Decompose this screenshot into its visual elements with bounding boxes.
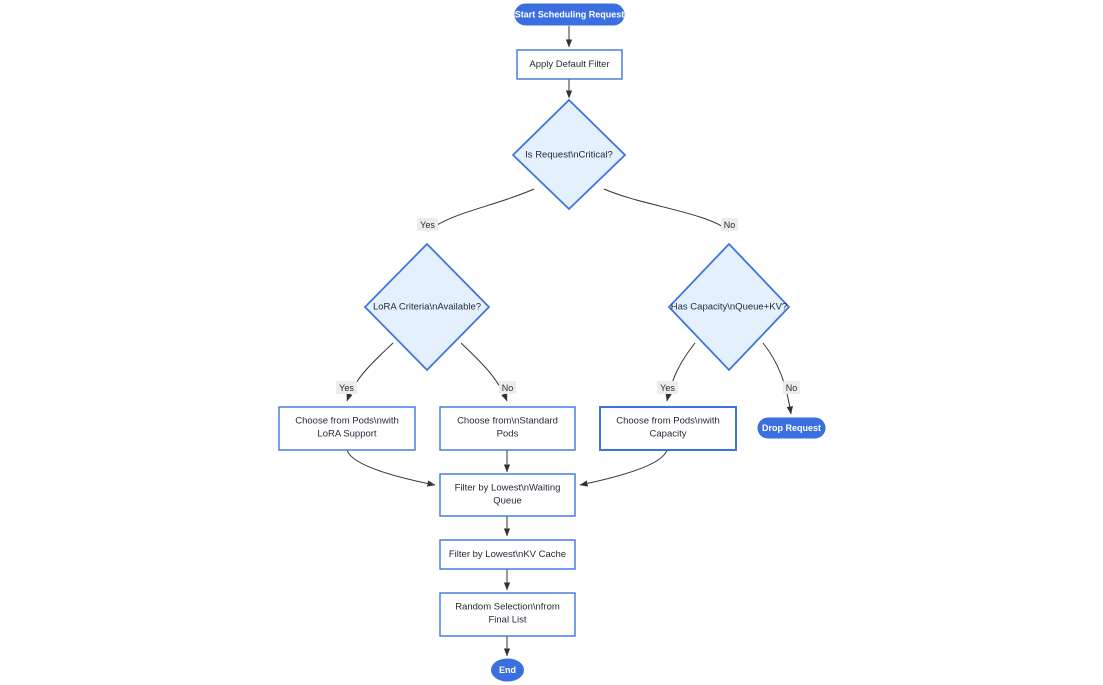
node-lora-criteria-available[interactable]: LoRA Criteria\nAvailable?	[363, 242, 491, 372]
edge-label-capacity-no-text: No	[786, 383, 798, 393]
edge-label-capacity-no: No	[783, 381, 800, 394]
node-random-selection-label-line2: Final List	[488, 615, 526, 626]
edge-label-critical-yes-text: Yes	[420, 220, 435, 230]
node-random-selection-label-line1: Random Selection\nfrom	[455, 602, 560, 613]
node-choose-standard-pods-shape[interactable]	[439, 406, 576, 451]
edge-label-critical-no-text: No	[724, 220, 736, 230]
node-filter-waiting-queue-shape[interactable]	[439, 473, 576, 517]
edge-labels-layer: Yes No Yes No Yes No	[336, 218, 800, 394]
node-filter-kv-cache-shape[interactable]	[439, 539, 576, 570]
node-has-capacity-label: Has Capacity\nQueue+KV?	[671, 302, 787, 313]
node-random-selection-shape[interactable]	[439, 592, 576, 637]
edge-has-capacity-to-choose-capacity-pods-yes	[665, 342, 696, 402]
node-is-request-critical-label: Is Request\nCritical?	[525, 150, 613, 161]
node-end-shape[interactable]	[491, 658, 524, 682]
edge-label-lora-no-text: No	[502, 383, 514, 393]
edge-lora-criteria-to-choose-standard-pods-no	[460, 342, 508, 402]
node-choose-standard-pods-label-line2: Pods	[497, 429, 519, 440]
node-lora-criteria-available-label: LoRA Criteria\nAvailable?	[373, 302, 481, 313]
edge-label-lora-yes-text: Yes	[339, 383, 354, 393]
edges-layer	[346, 26, 793, 657]
node-choose-capacity-pods-shape[interactable]	[599, 406, 737, 451]
node-choose-standard-pods[interactable]: Choose from\nStandard Pods	[439, 406, 576, 451]
node-end-label: End	[499, 665, 516, 675]
node-drop-request-label: Drop Request	[762, 423, 821, 433]
edge-has-capacity-to-drop-request-no	[762, 342, 793, 415]
edge-label-capacity-yes: Yes	[657, 381, 678, 394]
node-end[interactable]: End	[491, 658, 524, 682]
edge-lora-criteria-to-choose-lora-pods-yes	[346, 342, 394, 402]
node-choose-capacity-pods[interactable]: Choose from Pods\nwith Capacity	[599, 406, 737, 451]
node-drop-request-shape[interactable]	[757, 417, 826, 439]
node-start[interactable]: Start Scheduling Request	[514, 3, 625, 26]
node-apply-default-filter-shape[interactable]	[516, 49, 623, 80]
node-has-capacity[interactable]: Has Capacity\nQueue+KV?	[667, 242, 791, 372]
node-choose-standard-pods-label-line1: Choose from\nStandard	[457, 416, 558, 427]
node-choose-capacity-pods-label-line1: Choose from Pods\nwith	[616, 416, 720, 427]
edge-is-request-critical-to-lora-criteria-yes	[427, 188, 535, 232]
node-filter-kv-cache[interactable]: Filter by Lowest\nKV Cache	[439, 539, 576, 570]
edge-label-lora-yes: Yes	[336, 381, 357, 394]
edge-is-request-critical-to-has-capacity-no	[603, 188, 730, 232]
edge-label-critical-no: No	[721, 218, 738, 231]
node-is-request-critical-shape[interactable]	[511, 98, 627, 211]
node-lora-criteria-available-shape[interactable]	[363, 242, 491, 372]
edge-label-critical-yes: Yes	[417, 218, 438, 231]
node-start-shape[interactable]	[514, 3, 625, 26]
node-filter-waiting-queue-label-line2: Queue	[493, 496, 522, 507]
node-apply-default-filter[interactable]: Apply Default Filter	[516, 49, 623, 80]
node-filter-kv-cache-label: Filter by Lowest\nKV Cache	[449, 549, 566, 560]
node-has-capacity-shape[interactable]	[667, 242, 791, 372]
node-filter-waiting-queue[interactable]: Filter by Lowest\nWaiting Queue	[439, 473, 576, 517]
edge-choose-lora-pods-to-filter-waiting-queue	[346, 449, 436, 487]
node-choose-lora-pods[interactable]: Choose from Pods\nwith LoRA Support	[278, 406, 416, 451]
node-apply-default-filter-label: Apply Default Filter	[529, 59, 609, 70]
node-filter-waiting-queue-label-line1: Filter by Lowest\nWaiting	[455, 483, 561, 494]
node-choose-capacity-pods-label-line2: Capacity	[650, 429, 687, 440]
node-choose-lora-pods-label-line1: Choose from Pods\nwith	[295, 416, 399, 427]
node-choose-lora-pods-shape[interactable]	[278, 406, 416, 451]
node-start-label: Start Scheduling Request	[515, 9, 625, 19]
node-random-selection[interactable]: Random Selection\nfrom Final List	[439, 592, 576, 637]
node-choose-lora-pods-label-line2: LoRA Support	[317, 429, 377, 440]
node-is-request-critical[interactable]: Is Request\nCritical?	[511, 98, 627, 211]
node-drop-request[interactable]: Drop Request	[757, 417, 826, 439]
edge-choose-capacity-pods-to-filter-waiting-queue	[579, 449, 668, 487]
edge-label-capacity-yes-text: Yes	[660, 383, 675, 393]
edge-label-lora-no: No	[499, 381, 516, 394]
